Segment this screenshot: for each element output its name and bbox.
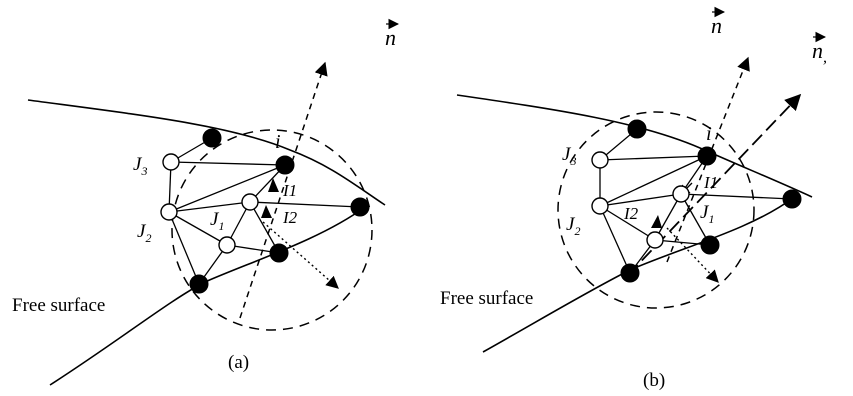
caption-a: (a): [228, 352, 249, 373]
label-J2-a: J2: [137, 221, 151, 245]
free-surface-curve-b: [456, 94, 813, 198]
normal-label-b: n: [711, 6, 726, 38]
label-J3-a: J3: [133, 154, 147, 178]
surface-particles-b: [620, 119, 802, 283]
svg-text:n: n: [711, 13, 722, 38]
label-i-b: i: [706, 123, 712, 145]
caption-b: (b): [643, 370, 665, 391]
particle-bottom-right-a: [269, 243, 289, 263]
particle-bottom-right-b: [700, 235, 720, 255]
normal-label-a: n: [385, 18, 400, 50]
particle-J2-a: [160, 203, 178, 221]
label-i-a: i: [275, 131, 281, 153]
particle-J1-b: [672, 185, 690, 203]
free-surface-label-b: Free surface: [440, 288, 533, 309]
particle-i-b: [697, 146, 717, 166]
I2-arrow-icon-b: [651, 215, 662, 228]
surface-particles-a: [189, 128, 370, 294]
particle-J1-a: [241, 193, 259, 211]
particle-top-a: [202, 128, 222, 148]
label-I1-a: I1: [282, 181, 297, 200]
panel-b: n n, i J3 J2 J1 I1 I2 Free surface (b): [440, 6, 827, 391]
label-I2-a: I2: [282, 208, 298, 227]
label-J2-b: J2: [566, 214, 580, 238]
particle-right-b: [782, 189, 802, 209]
svg-text:n: n: [385, 25, 396, 50]
support-domain-circle-a: [171, 129, 373, 331]
tangent-vector-a: [262, 221, 339, 289]
particle-bottom-left-b: [620, 263, 640, 283]
particle-bottom-left-a: [189, 274, 209, 294]
support-domain-circle-b: [557, 111, 755, 309]
fluid-particles-a: [160, 153, 259, 254]
particle-J2-b: [591, 197, 609, 215]
I2-arrow-icon: [261, 205, 272, 218]
free-surface-curve-a: [27, 99, 386, 206]
normal-vector-a: [239, 61, 328, 319]
tangent-vector-b: [666, 227, 719, 283]
fluid-particles-b: [591, 151, 690, 249]
panel-a: n i J3 J2 J1 I1 I2 Free surface (a): [12, 18, 400, 386]
label-J3-b: J3: [562, 144, 576, 168]
normal-rotated-label-b: n,: [812, 31, 827, 66]
particle-i-a: [275, 155, 295, 175]
free-surface-label-a: Free surface: [12, 295, 105, 316]
mesh-edges-b: [599, 128, 793, 274]
I1-arrow-icon: [268, 178, 279, 192]
label-I2-b: I2: [623, 204, 639, 223]
particle-J3-b: [591, 151, 609, 169]
svg-text:n,: n,: [812, 38, 827, 66]
particle-right-a: [350, 197, 370, 217]
label-J1-a: J1: [210, 209, 224, 233]
label-J1-b: J1: [700, 202, 714, 226]
particle-top-b: [627, 119, 647, 139]
particle-lower-b: [646, 231, 664, 249]
particle-J3-a: [162, 153, 180, 171]
normal-vector-b: [666, 56, 750, 263]
label-I1-b: I1: [703, 173, 718, 192]
particle-lower-a: [218, 236, 236, 254]
